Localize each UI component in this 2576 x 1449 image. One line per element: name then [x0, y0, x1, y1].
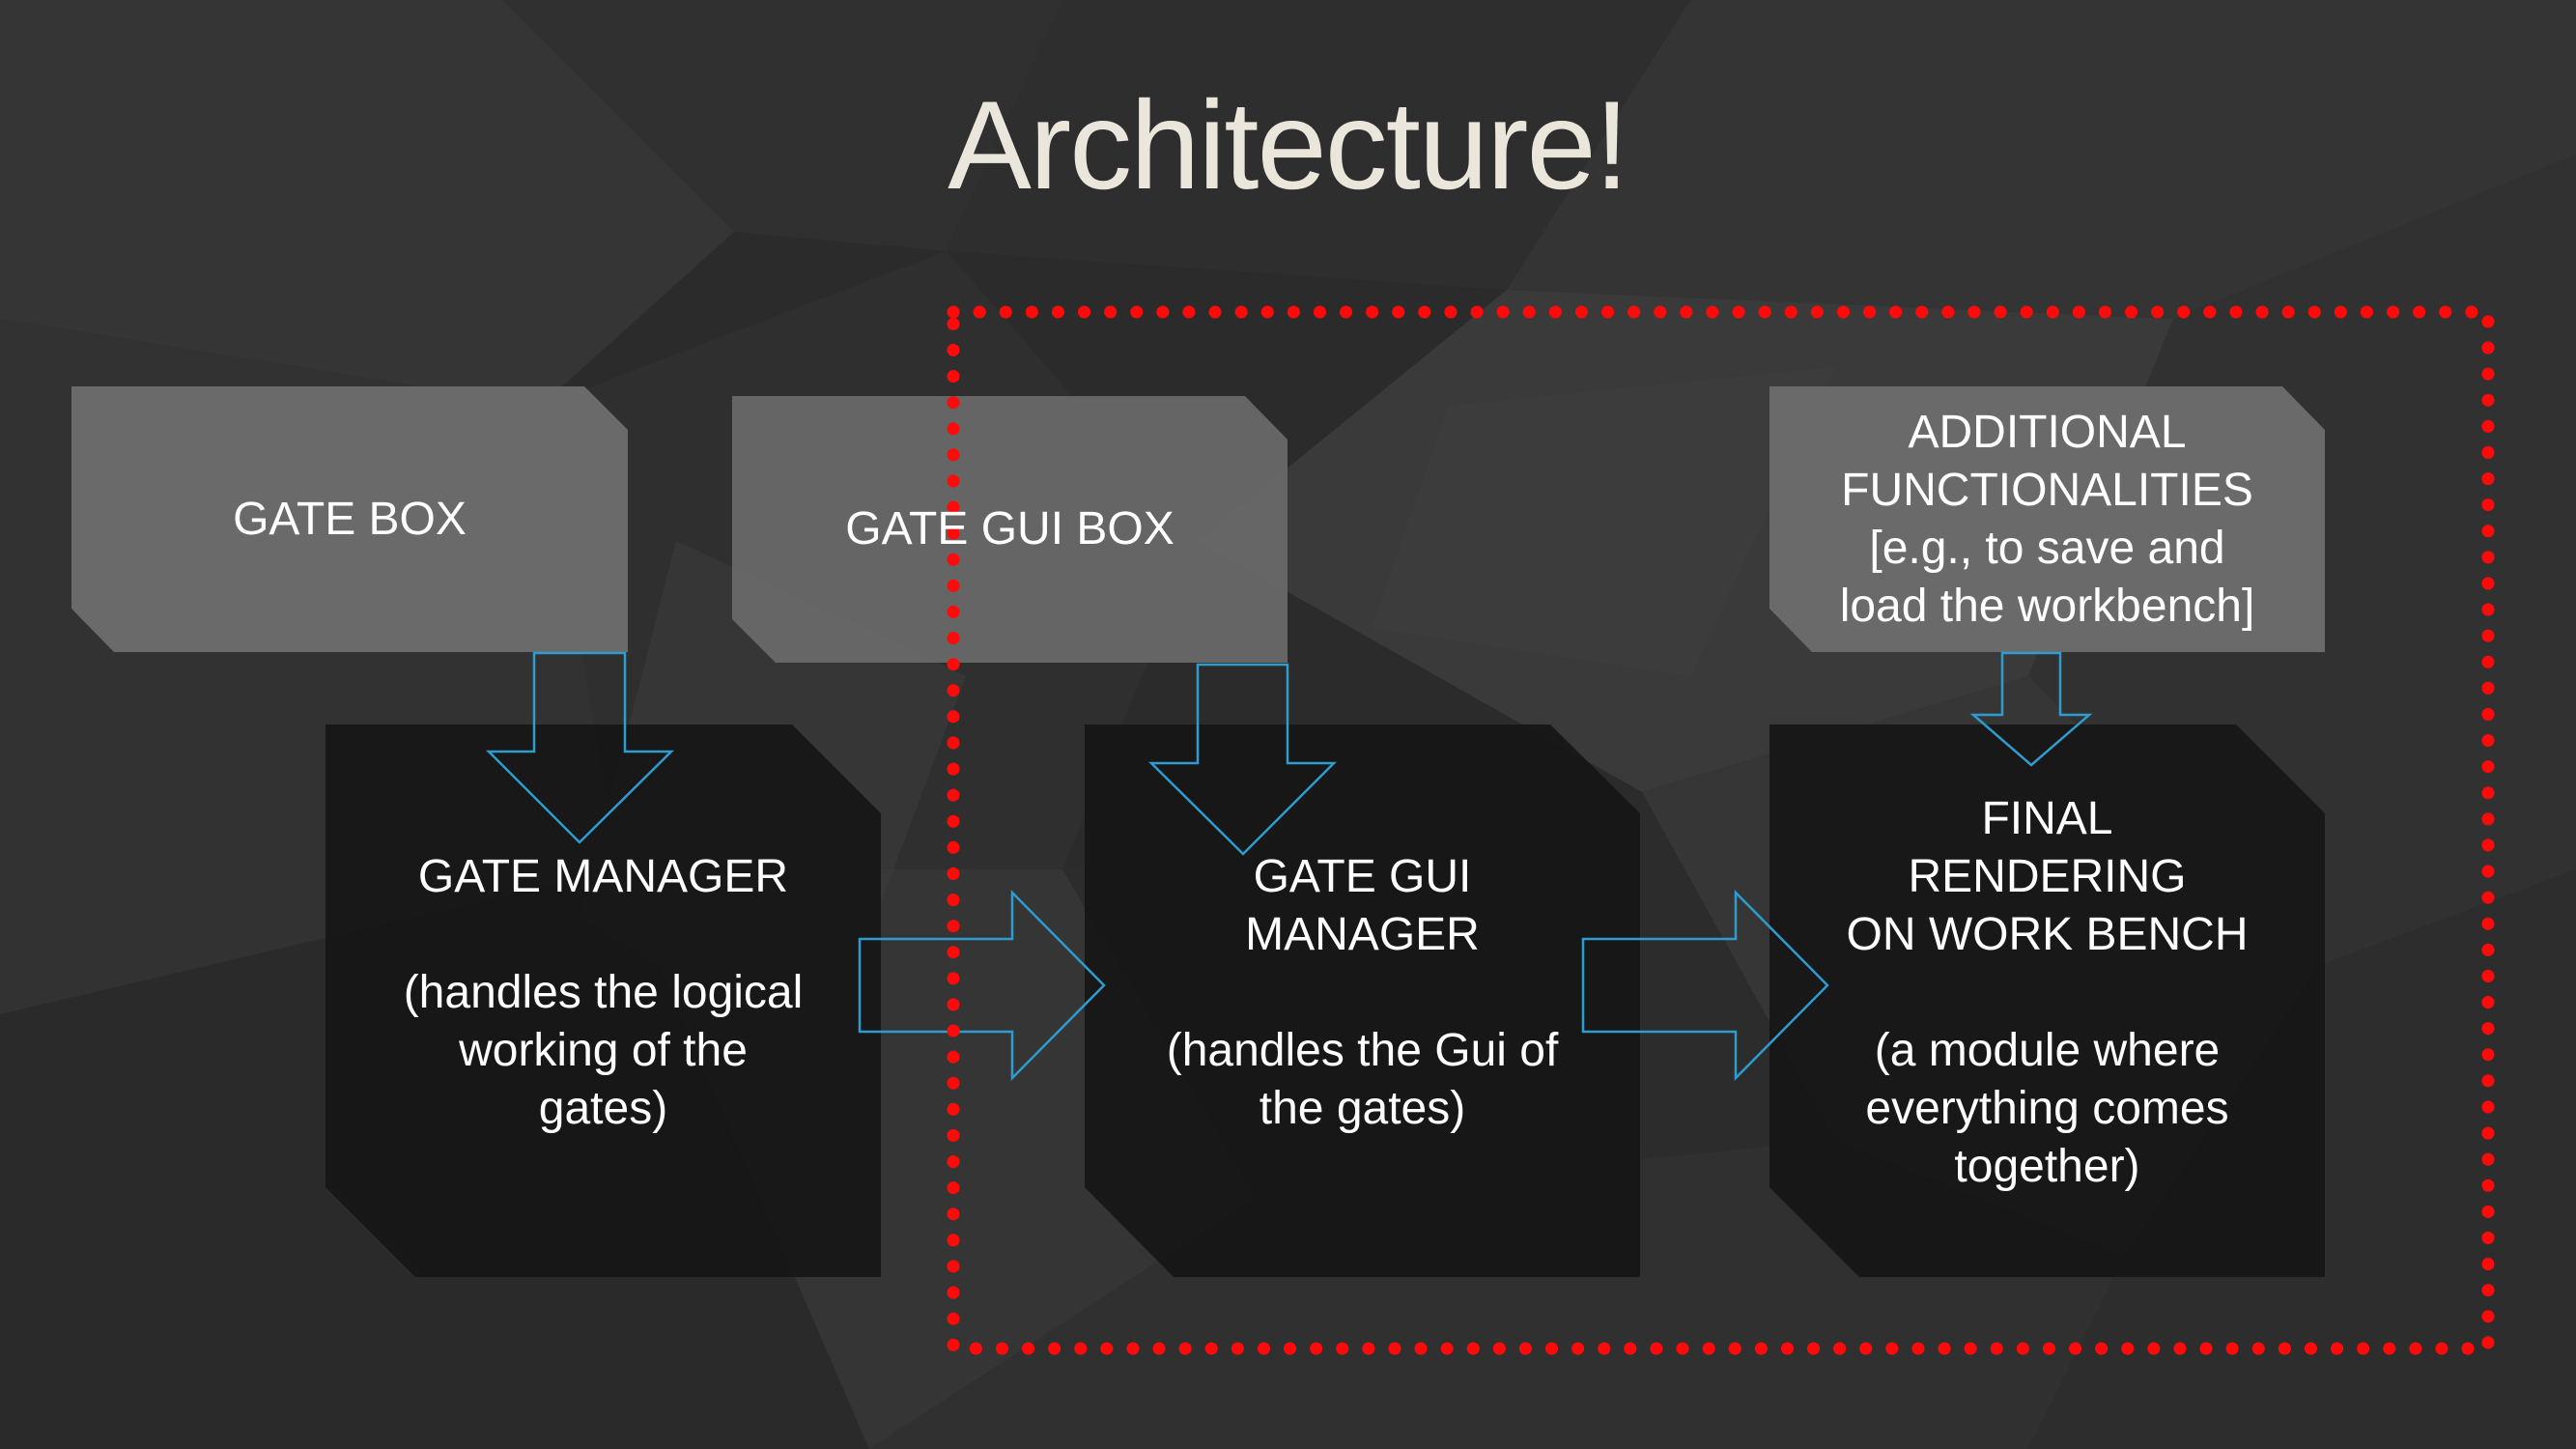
gate-manager-label: GATE MANAGER (handles the logical workin… [403, 851, 804, 1134]
gate-manager-shape [326, 724, 881, 1277]
right-arrow-icon [858, 889, 1106, 1082]
gate-gui-box-label: GATE GUI BOX [845, 503, 1175, 554]
gate-gui-manager-label: GATE GUI MANAGER (handles the Gui of the… [1166, 851, 1559, 1134]
down-arrow-icon [485, 651, 675, 844]
gate-box-label: GATE BOX [233, 493, 467, 545]
right-arrow-icon [1581, 889, 1829, 1082]
gate-box-shape [71, 386, 628, 652]
slide-title: Architecture! [948, 74, 1629, 215]
additional-functionalities-label: ADDITIONAL FUNCTIONALITIES [e.g., to sav… [1839, 406, 2255, 632]
down-arrow-icon [1969, 651, 2093, 767]
down-arrow-icon [1147, 663, 1338, 856]
gate-gui-box-shape [732, 396, 1288, 663]
gate-gui-manager-shape [1085, 724, 1640, 1277]
final-rendering-label: FINAL RENDERING ON WORK BENCH (a module … [1846, 793, 2249, 1192]
additional-functionalities-shape [1769, 386, 2325, 652]
final-rendering-shape [1769, 724, 2325, 1277]
